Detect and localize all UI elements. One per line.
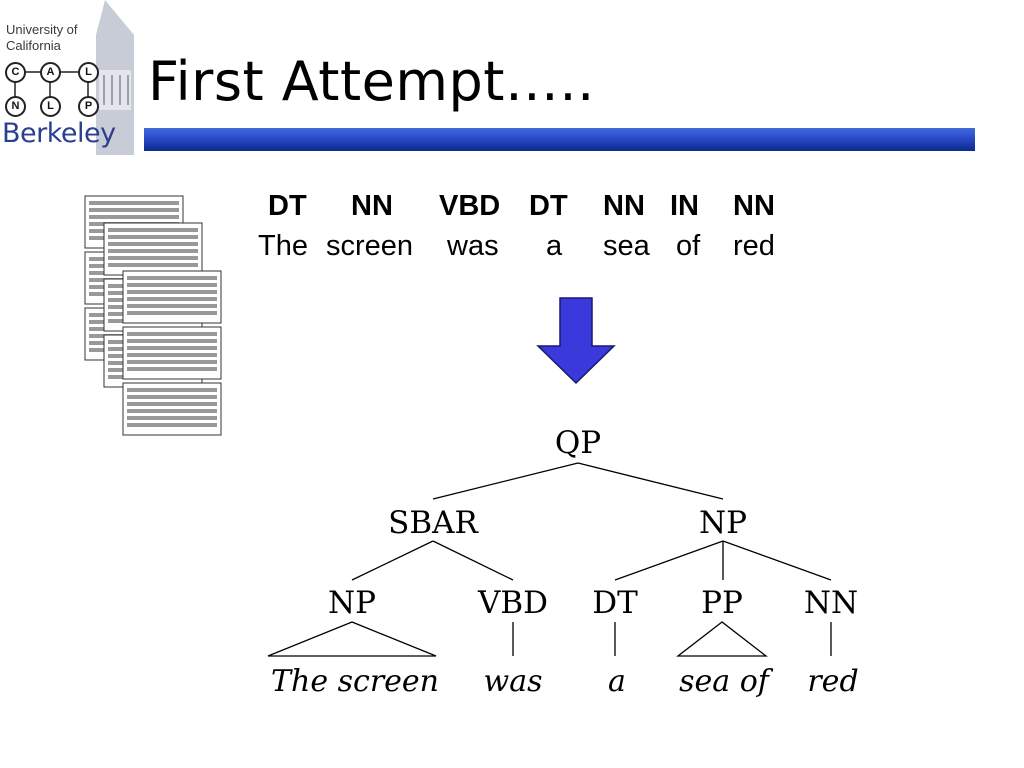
- logo-node-n: N: [5, 96, 26, 117]
- pos-tag: DT: [268, 190, 307, 222]
- pos-tag: IN: [670, 190, 699, 222]
- tree-node-pp: PP: [701, 585, 743, 621]
- sentence-word: was: [447, 230, 499, 262]
- pos-tag: NN: [733, 190, 775, 222]
- title-underline-bar: [144, 128, 975, 151]
- slide-title: First Attempt…..: [148, 50, 595, 113]
- logo-university-text: University of: [6, 22, 78, 37]
- tree-node-sbar: SBAR: [388, 505, 479, 541]
- logo-node-l2: L: [40, 96, 61, 117]
- tree-node-vbd: VBD: [477, 585, 548, 621]
- pos-tag: DT: [529, 190, 568, 222]
- tree-leaf: red: [807, 664, 858, 699]
- tree-node-np: NP: [699, 505, 747, 541]
- sentence-word: of: [676, 230, 701, 262]
- tree-node-nn: NN: [804, 585, 858, 621]
- campanile-icon: [14, 0, 134, 155]
- sentence-word: The: [258, 230, 308, 262]
- logo-node-l: L: [78, 62, 99, 83]
- tree-leaf: was: [484, 664, 543, 699]
- tree-leaf: The screen: [271, 664, 439, 699]
- berkeley-nlp-logo: University of California C A L N L P Ber…: [0, 0, 140, 158]
- down-arrow-icon: [536, 297, 616, 385]
- pos-tag: NN: [603, 190, 645, 222]
- pos-tag: NN: [351, 190, 393, 222]
- pos-tag: VBD: [439, 190, 501, 222]
- tree-node-dt: DT: [592, 585, 638, 621]
- logo-berkeley-text: Berkeley: [2, 118, 116, 149]
- tree-leaf: sea of: [679, 664, 774, 699]
- tree-node-np-left: NP: [328, 585, 376, 621]
- sentence-word: sea: [603, 230, 650, 262]
- logo-node-p: P: [78, 96, 99, 117]
- sentence-word: screen: [326, 230, 414, 262]
- logo-node-c: C: [5, 62, 26, 83]
- tree-leaf: a: [608, 664, 626, 699]
- sentence-word: a: [546, 230, 563, 262]
- logo-node-a: A: [40, 62, 61, 83]
- sentence-word: red: [733, 230, 775, 262]
- logo-california-text: California: [6, 38, 61, 53]
- tree-node-root: QP: [555, 425, 601, 461]
